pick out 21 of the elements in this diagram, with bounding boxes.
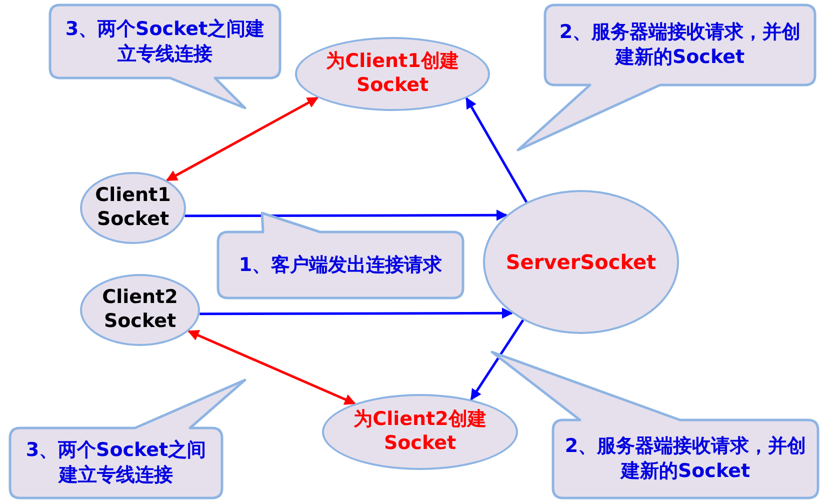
double-arrow [188,330,356,405]
speech-bubble [216,211,465,300]
node-label: 为Client2创建Socket [352,408,488,456]
callout-text: 3、两个Socket之间建立专线连接 [64,16,266,66]
callout-text: 2、服务器端接收请求，并创建新的Socket [558,20,802,70]
node-label: 为Client1创建Socket [325,50,460,98]
arrow [184,210,508,221]
arrow [465,97,528,203]
speech-bubble [490,350,820,500]
double-arrow [166,96,319,182]
speech-bubble [48,3,282,110]
node-label: Client2 Socket [101,286,179,334]
node-label: Client1 Socket [94,184,172,232]
callout-text: 1、客户端发出连接请求 [238,252,442,278]
callout-text: 3、两个Socket之间建立专线连接 [24,438,208,488]
arrow [200,308,514,319]
speech-bubble [8,378,247,500]
callout-text: 2、服务器端接收请求，并创建新的Socket [564,434,808,484]
speech-bubble [516,3,817,152]
arrow [470,319,524,401]
node-label: ServerSocket [506,250,656,274]
